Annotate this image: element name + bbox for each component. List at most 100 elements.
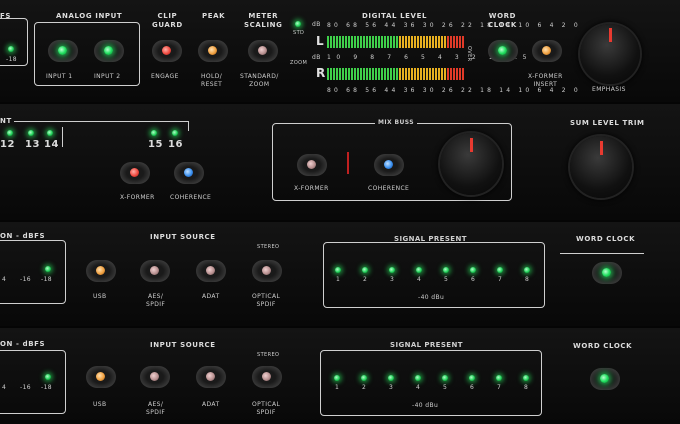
unit4-channel-number: 6 [470, 384, 475, 391]
coherence-label: COHERENCE [170, 194, 212, 201]
meterR-segment [336, 68, 338, 80]
u4-aes-led [150, 372, 159, 381]
meterR-segment [459, 68, 461, 80]
u3-adat-led [206, 266, 215, 275]
xformer-led [130, 168, 139, 177]
unit3-channel-number: 6 [471, 276, 476, 283]
unit4-signal-led [334, 375, 340, 381]
meterL-segment [357, 36, 359, 48]
clip-guard-title: CLIP GUARD [152, 12, 183, 29]
meterR-segment [432, 68, 434, 80]
meterR-segment [453, 68, 455, 80]
meter-scaling-title: METER SCALING [244, 12, 283, 29]
channel-bracket-line [14, 121, 188, 122]
meterR-segment [342, 68, 344, 80]
fs-box [0, 18, 28, 66]
u4-word-clock-led [600, 374, 609, 383]
sum-level-trim-knob[interactable] [570, 136, 632, 198]
meterR-segment [444, 68, 446, 80]
meterR-segment [396, 68, 398, 80]
u3-signal-present-title: SIGNAL PRESENT [394, 235, 467, 243]
meterL-segment [345, 36, 347, 48]
u3-m4: 4 [2, 276, 7, 283]
input2-label: INPUT 2 [94, 73, 121, 80]
meterL-segment [420, 36, 422, 48]
u3-usb-led [96, 266, 105, 275]
u3-signal-present-box [323, 242, 545, 308]
meterR-segment [345, 68, 347, 80]
u4-m16: -16 [20, 384, 31, 391]
u4-usb-label: USB [93, 401, 107, 408]
meterR-segment [384, 68, 386, 80]
left-level-meter [327, 36, 464, 48]
unit3-signal-led [335, 267, 341, 273]
sum-level-trim-title: SUM LEVEL TRIM [570, 119, 645, 127]
meterR-segment [375, 68, 377, 80]
u3-m16: -16 [20, 276, 31, 283]
mix-buss-knob[interactable] [440, 133, 502, 195]
meterR-segment [402, 68, 404, 80]
clip-guard-led [162, 46, 171, 55]
meterR-segment [381, 68, 383, 80]
u3-dbfs-led [45, 266, 51, 272]
meterR-segment [438, 68, 440, 80]
ch16-led [172, 130, 178, 136]
u3-word-clock-led [602, 268, 611, 277]
meterR-segment [462, 68, 464, 80]
unit4-signal-led [496, 375, 502, 381]
unit4-signal-led [523, 375, 529, 381]
mix-buss-knob-pointer [470, 138, 473, 152]
meterL-segment [459, 36, 461, 48]
u4-aes-label: AES/ SPDIF [146, 401, 166, 416]
std-label: STD [293, 30, 305, 36]
emphasis-label: EMPHASIS [592, 86, 626, 93]
unit3-channel-number: 4 [417, 276, 422, 283]
unit4-channel-number: 1 [335, 384, 340, 391]
unit3-signal-led [416, 267, 422, 273]
u4-adat-label: ADAT [202, 401, 220, 408]
meterL-segment [441, 36, 443, 48]
hold-reset-label: HOLD/ RESET [201, 73, 223, 88]
meterL-segment [417, 36, 419, 48]
meterR-segment [417, 68, 419, 80]
meterR-segment [333, 68, 335, 80]
meterL-segment [351, 36, 353, 48]
ch12-led [7, 130, 13, 136]
meterR-segment [429, 68, 431, 80]
meterL-segment [393, 36, 395, 48]
meterR-segment [387, 68, 389, 80]
meterL-segment [444, 36, 446, 48]
ch12-label: 12 [0, 139, 16, 150]
u3-level-label: -40 dBu [418, 294, 445, 301]
meterR-segment [363, 68, 365, 80]
unit4-channel-number: 8 [524, 384, 529, 391]
mix-divider-mark [347, 152, 349, 174]
meterR-segment [330, 68, 332, 80]
ch16-label: 16 [168, 139, 184, 150]
emphasis-knob[interactable] [580, 24, 640, 84]
ch14-label: 14 [44, 139, 60, 150]
unit3-channel-number: 3 [390, 276, 395, 283]
mix-buss-title: MIX BUSS [375, 119, 417, 126]
u3-optical-led [262, 266, 271, 275]
coherence-led [184, 168, 193, 177]
u4-dbfs-box [0, 350, 66, 414]
u3-input-source-title: INPUT SOURCE [150, 233, 216, 241]
db-label-top: dB [312, 21, 321, 28]
meterL-segment [390, 36, 392, 48]
meterL-segment [411, 36, 413, 48]
meterR-segment [327, 68, 329, 80]
mix-coherence-led [384, 160, 393, 169]
input2-led [104, 46, 113, 55]
u4-level-label: -40 dBu [412, 402, 439, 409]
mix-coherence-label: COHERENCE [368, 185, 410, 192]
u3-word-clock-line [560, 253, 644, 254]
unit4-signal-led [442, 375, 448, 381]
sum-level-trim-knob-pointer [600, 141, 603, 155]
meterR-segment [426, 68, 428, 80]
meterL-segment [426, 36, 428, 48]
meterR-segment [405, 68, 407, 80]
unit3-channel-number: 2 [363, 276, 368, 283]
u4-m4: 4 [2, 384, 7, 391]
word-clock-title: WORD CLOCK [488, 12, 517, 29]
